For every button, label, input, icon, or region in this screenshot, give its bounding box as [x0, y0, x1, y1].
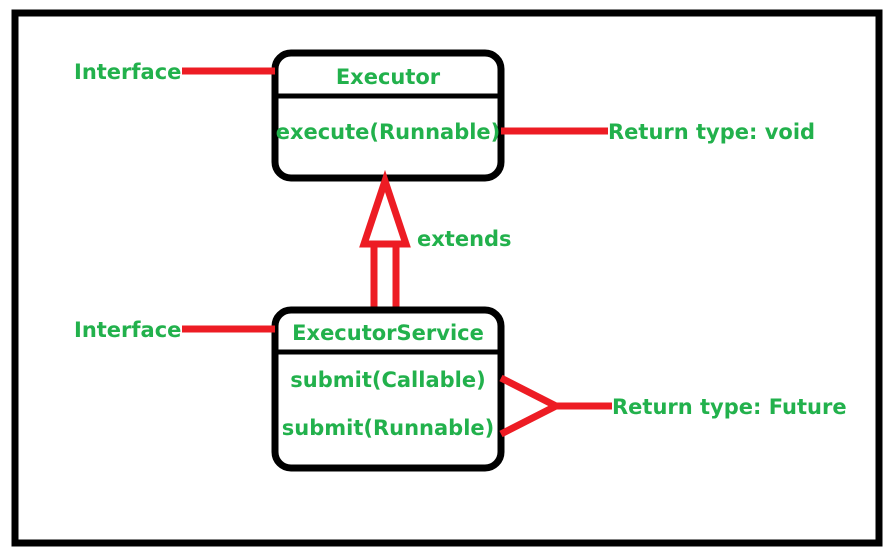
- extends-arrow-shaft: [370, 243, 400, 314]
- executor-return-type-label: Return type: void: [608, 120, 815, 144]
- executor-return-annotation: Return type: void: [501, 120, 815, 144]
- extends-arrow-head-icon: [359, 169, 411, 248]
- executor-service-interface-label: Interface: [74, 318, 181, 342]
- executor-service-method-submit-runnable: submit(Runnable): [282, 416, 494, 440]
- executor-interface-annotation: Interface: [74, 60, 275, 84]
- extends-generalization-arrow: [359, 169, 411, 314]
- extends-relationship-label: extends: [417, 227, 512, 251]
- executor-service-return-type-label: Return type: Future: [612, 395, 847, 419]
- executor-interface-label: Interface: [74, 60, 181, 84]
- executor-service-method-submit-callable: submit(Callable): [290, 368, 485, 392]
- executor-class-name: Executor: [336, 65, 441, 89]
- executor-box-outline: [271, 49, 505, 182]
- diagram-frame-border: [11, 9, 883, 547]
- class-box-executor: Executor execute(Runnable): [271, 49, 505, 182]
- executor-service-class-name: ExecutorService: [292, 321, 484, 345]
- executor-service-return-annotation: Return type: Future: [499, 374, 847, 438]
- executor-service-interface-annotation: Interface: [74, 318, 275, 342]
- return-future-branch-lower: [499, 402, 558, 438]
- executor-method-execute: execute(Runnable): [276, 120, 501, 144]
- return-future-branch-upper: [499, 374, 558, 410]
- class-box-executor-service: ExecutorService submit(Callable) submit(…: [271, 306, 505, 472]
